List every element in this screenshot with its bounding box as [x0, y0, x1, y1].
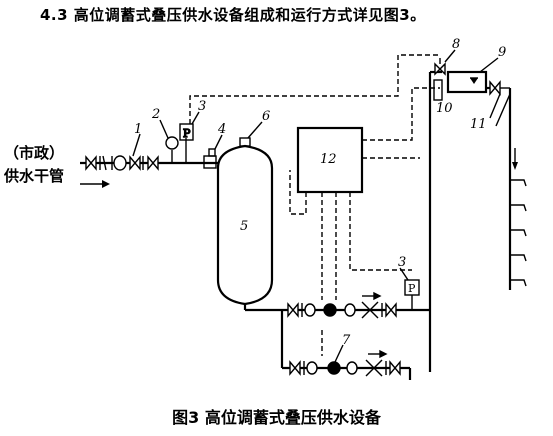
- pump-line-1: [287, 291, 397, 319]
- tank-inlet-6: [239, 137, 251, 147]
- label-12: 12: [320, 152, 337, 167]
- pressure-tank-5: [216, 144, 274, 306]
- source-label-line1: （市政）: [4, 144, 64, 162]
- outlet-taps: [510, 179, 527, 287]
- label-3: 3: [198, 99, 206, 114]
- level-switch-10: [433, 79, 443, 101]
- label-3b: 3: [398, 255, 406, 270]
- transmitter-glyph-upper: P: [183, 127, 191, 140]
- label-6: 6: [262, 109, 270, 124]
- source-label-line2: 供水干管: [3, 167, 64, 185]
- valve-11: [489, 80, 501, 119]
- label-9: 9: [498, 45, 506, 60]
- transmitter-glyph-lower: P: [408, 282, 416, 295]
- regulating-tank-9: [446, 70, 488, 94]
- pressure-transmitter-3: [179, 123, 194, 141]
- label-11: 11: [470, 117, 487, 132]
- pressure-gauge-2: [165, 136, 179, 150]
- label-1: 1: [134, 122, 142, 137]
- control-cabinet-12: [296, 126, 364, 194]
- label-10: 10: [436, 101, 453, 116]
- figure-caption: 图3 高位调蓄式叠压供水设备: [172, 408, 381, 427]
- pressure-transmitter-3b: [404, 279, 420, 296]
- label-8: 8: [452, 37, 460, 52]
- label-7: 7: [342, 333, 351, 348]
- source-flow-arrowhead: [102, 180, 110, 188]
- label-4: 4: [217, 122, 226, 137]
- inlet-valve-group: [85, 155, 159, 171]
- pump-line-2: [289, 349, 401, 377]
- valve-8: [434, 49, 456, 76]
- label-2: 2: [151, 107, 160, 122]
- section-heading: 4.3 高位调蓄式叠压供水设备组成和运行方式详见图3。: [40, 6, 426, 24]
- label-5: 5: [240, 219, 248, 234]
